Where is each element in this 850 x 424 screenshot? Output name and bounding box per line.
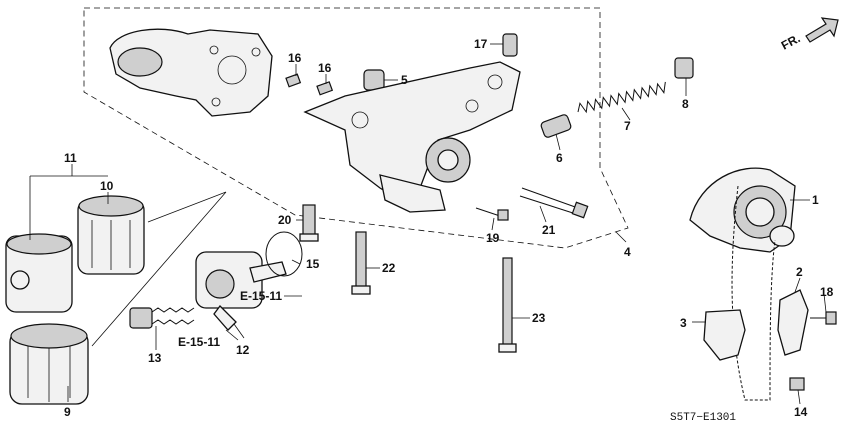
dowel-pin-1 xyxy=(285,73,302,88)
callout-9: 9 xyxy=(64,405,71,419)
callout-2: 2 xyxy=(796,265,803,279)
flange-bolt-19 xyxy=(475,207,509,221)
callout-22: 22 xyxy=(382,261,396,275)
front-arrow-icon xyxy=(805,17,839,43)
oil-filter-element xyxy=(77,195,145,275)
relief-valve xyxy=(540,114,572,138)
callout-17: 17 xyxy=(474,37,488,51)
callout-18: 18 xyxy=(820,285,834,299)
flange-bolt-20 xyxy=(299,204,319,242)
oil-pump-body xyxy=(303,61,521,213)
callout-23: 23 xyxy=(532,311,546,325)
flange-bolt-23 xyxy=(498,257,517,353)
callout-12: 12 xyxy=(236,343,250,357)
chain-guide xyxy=(703,309,746,361)
diagram-code: S5T7−E1301 xyxy=(670,412,736,424)
callout-16b: 16 xyxy=(318,61,332,75)
callout-13: 13 xyxy=(148,351,162,365)
oil-cooler xyxy=(195,251,287,331)
callout-6: 6 xyxy=(556,151,563,165)
bushing xyxy=(502,33,518,57)
callout-21: 21 xyxy=(542,223,556,237)
sealing-bolt xyxy=(674,57,694,79)
bolt-18 xyxy=(810,311,837,325)
callout-11: 11 xyxy=(64,151,77,165)
reference-e-15-11-upper: E-15-11 xyxy=(240,289,282,303)
assembly-boundary xyxy=(83,7,629,249)
threaded-connector xyxy=(129,307,195,329)
callout-20: 20 xyxy=(278,213,292,227)
callout-10: 10 xyxy=(100,179,114,193)
callout-3: 3 xyxy=(680,316,687,330)
callout-7: 7 xyxy=(624,119,631,133)
reference-e-15-11-lower: E-15-11 xyxy=(178,335,220,349)
oil-filter-housing xyxy=(5,233,73,313)
callout-8: 8 xyxy=(682,97,689,111)
o-ring xyxy=(265,231,303,277)
callout-5: 5 xyxy=(401,73,408,87)
sleeve xyxy=(363,69,385,91)
oil-pump-housing xyxy=(109,28,273,117)
bolt-14 xyxy=(789,377,805,391)
relief-spring xyxy=(577,81,666,114)
flange-bolt-21 xyxy=(519,187,589,219)
leader-lines xyxy=(29,43,827,405)
filter-projection-lines xyxy=(91,191,227,347)
front-direction-label: FR. xyxy=(779,31,803,52)
dowel-pin-2 xyxy=(316,81,334,96)
callout-15: 15 xyxy=(306,257,320,271)
drive-chain xyxy=(731,185,776,401)
callout-4: 4 xyxy=(624,245,631,259)
callout-1: 1 xyxy=(812,193,819,207)
callout-16a: 16 xyxy=(288,51,302,65)
flange-bolt-22 xyxy=(351,231,371,295)
pump-sprocket-assembly xyxy=(689,167,796,253)
chain-tensioner xyxy=(777,289,809,356)
callout-14: 14 xyxy=(794,405,808,419)
callout-19: 19 xyxy=(486,231,500,245)
oil-filter-cartridge xyxy=(9,323,89,405)
